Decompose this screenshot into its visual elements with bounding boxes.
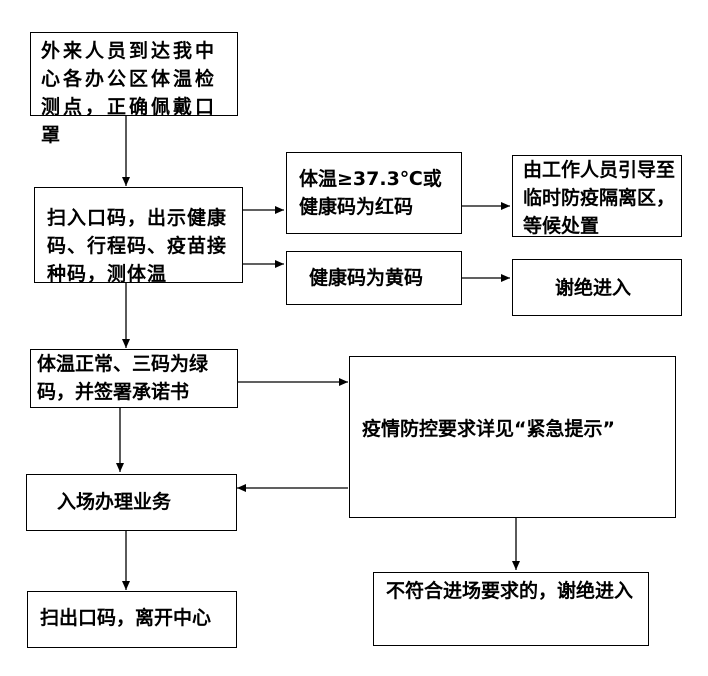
cond-red-text: 体温≥37.3℃或健康码为红码: [299, 168, 442, 218]
step-exit-text: 扫出口码，离开中心: [40, 607, 212, 629]
action-refuse-text: 谢绝进入: [555, 277, 632, 299]
cond-yellow-box: 健康码为黄码: [286, 251, 462, 305]
step-arrive-text: 外来人员到达我中心各办公区体温检测点，正确佩戴口罩: [41, 40, 218, 146]
step-business-text: 入场办理业务: [57, 491, 172, 513]
action-refuse-box: 谢绝进入: [512, 259, 682, 316]
cond-yellow-text: 健康码为黄码: [309, 267, 424, 289]
notice-box: 疫情防控要求详见“紧急提示”: [349, 356, 676, 518]
cond-green-text: 体温正常、三码为绿码，并签署承诺书: [37, 353, 209, 403]
step-arrive-box: 外来人员到达我中心各办公区体温检测点，正确佩戴口罩: [30, 32, 238, 146]
step-business-box: 入场办理业务: [26, 474, 237, 531]
step-scan-text: 扫入口码，出示健康码、行程码、疫苗接种码，测体温: [47, 207, 228, 285]
cond-green-box: 体温正常、三码为绿码，并签署承诺书: [30, 349, 238, 408]
noncompliant-text: 不符合进场要求的，谢绝进入: [386, 580, 634, 602]
step-exit-box: 扫出口码，离开中心: [27, 591, 237, 648]
cond-red-box: 体温≥37.3℃或健康码为红码: [286, 152, 462, 234]
noncompliant-box: 不符合进场要求的，谢绝进入: [373, 572, 649, 646]
step-scan-box: 扫入口码，出示健康码、行程码、疫苗接种码，测体温: [34, 187, 243, 285]
notice-text: 疫情防控要求详见“紧急提示”: [362, 418, 615, 440]
action-isolate-box: 由工作人员引导至临时防疫隔离区，等候处置: [512, 155, 682, 237]
action-isolate-text: 由工作人员引导至临时防疫隔离区，等候处置: [523, 159, 676, 237]
